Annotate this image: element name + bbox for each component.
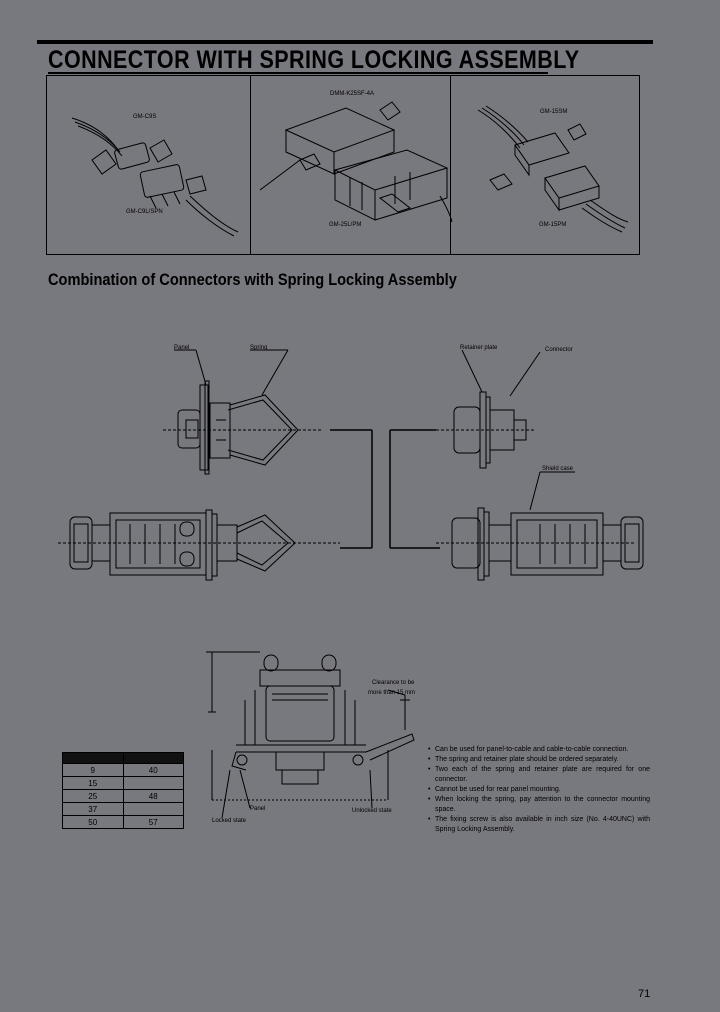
table-header-cell — [122, 752, 184, 764]
table-cell-dim: 48 — [122, 789, 184, 803]
label-spring: Spring — [250, 345, 268, 351]
section-subtitle: Combination of Connectors with Spring Lo… — [48, 270, 457, 289]
table-row: 25 48 — [62, 789, 184, 803]
photo-left-label-bottom: GM-C9L/SPN — [126, 209, 163, 215]
table-row: 9 40 — [62, 763, 184, 777]
photo-left-illustration — [71, 117, 239, 237]
table-cell-size: 50 — [62, 815, 124, 829]
label-clearance-2: more than 15 mm — [368, 690, 416, 696]
table-cell-size: 9 — [62, 763, 124, 777]
page-title: CONNECTOR WITH SPRING LOCKING ASSEMBLY — [48, 46, 580, 74]
note-item: The fixing screw is also available in in… — [428, 815, 650, 835]
photo-left-label-top: GM-C9S — [133, 114, 157, 120]
photo-middle-label-top: DMM-K25SF-4A — [330, 91, 375, 97]
dimension-drawing — [206, 651, 415, 819]
notes-list: Can be used for panel-to-cable and cable… — [428, 745, 650, 835]
photo-divider-2 — [450, 75, 451, 255]
label-locked-state: Locked state — [212, 818, 247, 824]
dimension-table: 9 40 15 25 48 37 50 57 — [62, 752, 184, 829]
assembly-lower-left — [58, 509, 340, 581]
table-cell-size: 15 — [62, 776, 124, 790]
assembly-panel-spring — [163, 349, 323, 475]
table-cell-size: 25 — [62, 789, 124, 803]
table-cell-size: 37 — [62, 802, 124, 816]
table-cell-dim — [122, 802, 184, 816]
photo-divider-1 — [250, 75, 251, 255]
table-cell-dim: 40 — [122, 763, 184, 777]
table-cell-dim — [122, 776, 184, 790]
table-row: 50 57 — [62, 815, 184, 829]
note-item: Cannot be used for rear panel mounting. — [428, 785, 650, 795]
photo-middle-label-bottom: GM-25L/PM — [329, 222, 362, 228]
photo-panel — [46, 75, 640, 255]
table-header-cell — [62, 752, 124, 764]
note-item: When locking the spring, pay attention t… — [428, 795, 650, 815]
header-rule — [37, 40, 653, 44]
note-item: Two each of the spring and retainer plat… — [428, 765, 650, 785]
note-item: The spring and retainer plate should be … — [428, 755, 650, 765]
label-retainer-plate: Retainer plate — [460, 345, 498, 351]
assembly-retainer-connector — [436, 349, 541, 469]
assembly-bracket-lines — [330, 429, 440, 549]
label-shield-case: Shield case — [542, 466, 574, 472]
photo-middle-illustration — [259, 101, 453, 223]
table-header-row — [62, 752, 184, 764]
label-clearance-1: Clearance to be — [372, 680, 415, 686]
table-row: 37 — [62, 802, 184, 816]
photo-right-illustration — [477, 105, 629, 233]
photo-right-label-top: GM-15SM — [540, 109, 568, 115]
page-number: 71 — [638, 988, 651, 1000]
note-item: Can be used for panel-to-cable and cable… — [428, 745, 650, 755]
label-dimension-panel: Panel — [250, 806, 266, 812]
photo-right-label-bottom: GM-15PM — [539, 222, 567, 228]
table-cell-dim: 57 — [122, 815, 184, 829]
table-row: 15 — [62, 776, 184, 790]
title-underline — [48, 72, 548, 74]
label-connector: Connector — [545, 347, 573, 353]
assembly-lower-right — [436, 471, 644, 581]
label-panel: Panel — [174, 345, 190, 351]
label-unlocked-state: Unlocked state — [352, 808, 392, 814]
